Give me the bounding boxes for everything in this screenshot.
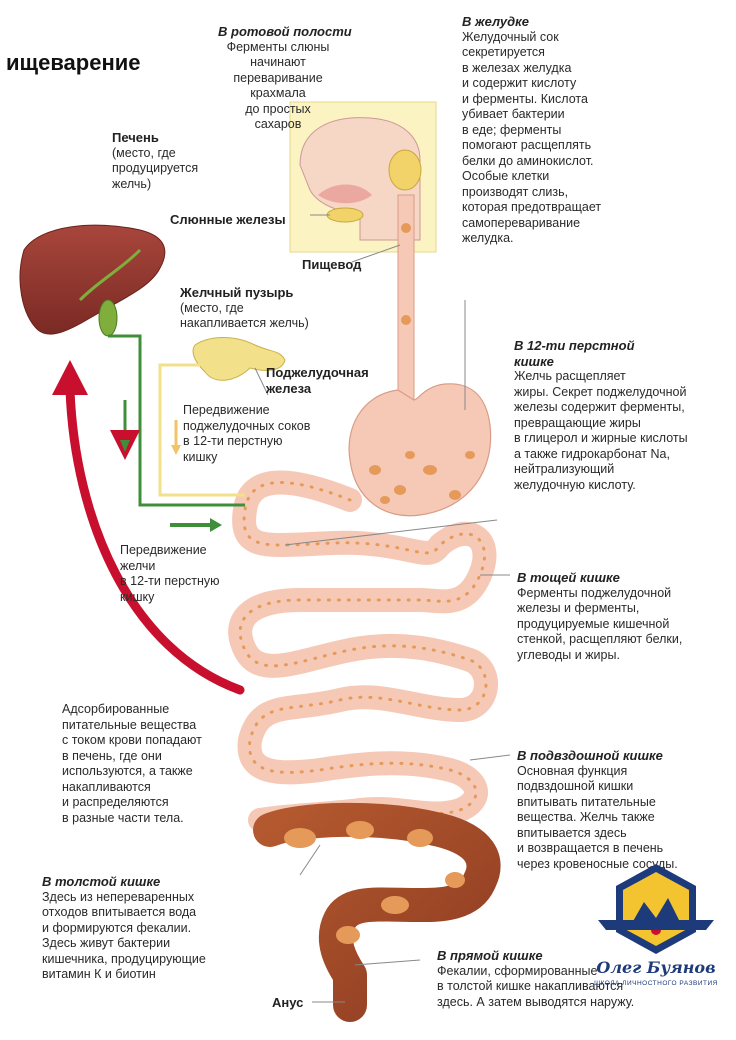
logo-subtitle: школа личностного развития	[594, 980, 718, 987]
pancreas-shape	[192, 337, 286, 381]
small-intestine	[228, 470, 498, 832]
ileum-heading: В подвздошной кишке	[517, 748, 663, 763]
gallbladder-label: Желчный пузырь (место, где накапливается…	[180, 285, 380, 332]
salivary-gland-shape	[388, 149, 422, 191]
colon-heading: В толстой кишке	[42, 874, 161, 889]
large-intestine	[253, 802, 501, 1022]
head-section	[299, 117, 421, 241]
gallbladder-heading: Желчный пузырь	[180, 285, 294, 300]
liver-label: Печень (место, где продуцируется желчь)	[112, 130, 222, 192]
jejunum-body: Ферменты поджелудочной железы и ферменты…	[517, 585, 683, 662]
rectum-body: Фекалии, сформированные в толстой кишке …	[437, 963, 635, 1009]
duodenum-body: Желчь расщепляет жиры. Секрет поджелудоч…	[514, 369, 688, 492]
mouth-body: Ферменты слюны начинают переваривание кр…	[226, 39, 330, 132]
blood-flow-arrow	[65, 385, 245, 695]
colon-body: Здесь из непереваренных отходов впитывае…	[42, 889, 206, 982]
watermark-logo: Олег Буянов школа личностного развития	[578, 858, 734, 1008]
ileum-note: В подвздошной кишке Основная функция под…	[517, 748, 732, 872]
mouth-note: В ротовой полости Ферменты слюны начинаю…	[218, 24, 388, 133]
ileum-body: Основная функция подвздошной кишки впиты…	[517, 763, 678, 871]
stomach-note: В желудке Желудочный сок секретируется в…	[462, 14, 652, 247]
rectum-heading: В прямой кишке	[437, 948, 543, 963]
page-title: ищеварение	[6, 50, 141, 75]
absorbed-note: Адсорбированные питательные вещества с т…	[62, 702, 202, 825]
esophagus-label: Пищевод	[302, 257, 362, 272]
duodenum-note: В 12-ти перстной кишке Желчь расщепляет …	[514, 338, 734, 493]
logo-name: Олег Буянов	[596, 958, 716, 977]
jejunum-heading: В тощей кишке	[517, 570, 620, 585]
liver-heading: Печень	[112, 130, 159, 145]
stomach-shape	[348, 383, 492, 517]
gallbladder-shape	[98, 299, 118, 337]
salivary-gland-shape-2	[326, 207, 364, 223]
tongue-shape	[318, 184, 372, 204]
colon-note: В толстой кишке Здесь из непереваренных …	[42, 874, 262, 983]
duodenum-heading: В 12-ти перстной кишке	[514, 338, 635, 369]
stomach-heading: В желудке	[462, 14, 529, 29]
mouth-heading: В ротовой полости	[218, 24, 352, 39]
bile-flow-note: Передвижение желчи в 12-ти перстную кишк…	[120, 543, 220, 604]
mountain-logo-icon	[598, 864, 714, 954]
pancreatic-flow-note: Передвижение поджелудочных соков в 12-ти…	[183, 403, 311, 464]
salivary-glands-label: Слюнные железы	[170, 212, 286, 227]
pancreatic-duct	[158, 363, 245, 497]
gallbladder-body: (место, где накапливается желчь)	[180, 300, 309, 331]
liver-body: (место, где продуцируется желчь)	[112, 145, 199, 191]
pancreas-label: Поджелудочная железа	[266, 365, 369, 396]
bile-duct	[108, 334, 245, 507]
liver-shape	[19, 224, 166, 335]
stomach-body: Желудочный сок секретируется в железах ж…	[462, 29, 602, 246]
jejunum-note: В тощей кишке Ферменты поджелудочной жел…	[517, 570, 732, 663]
rectum-note: В прямой кишке Фекалии, сформированные в…	[437, 948, 697, 1010]
anus-label: Анус	[272, 995, 304, 1010]
